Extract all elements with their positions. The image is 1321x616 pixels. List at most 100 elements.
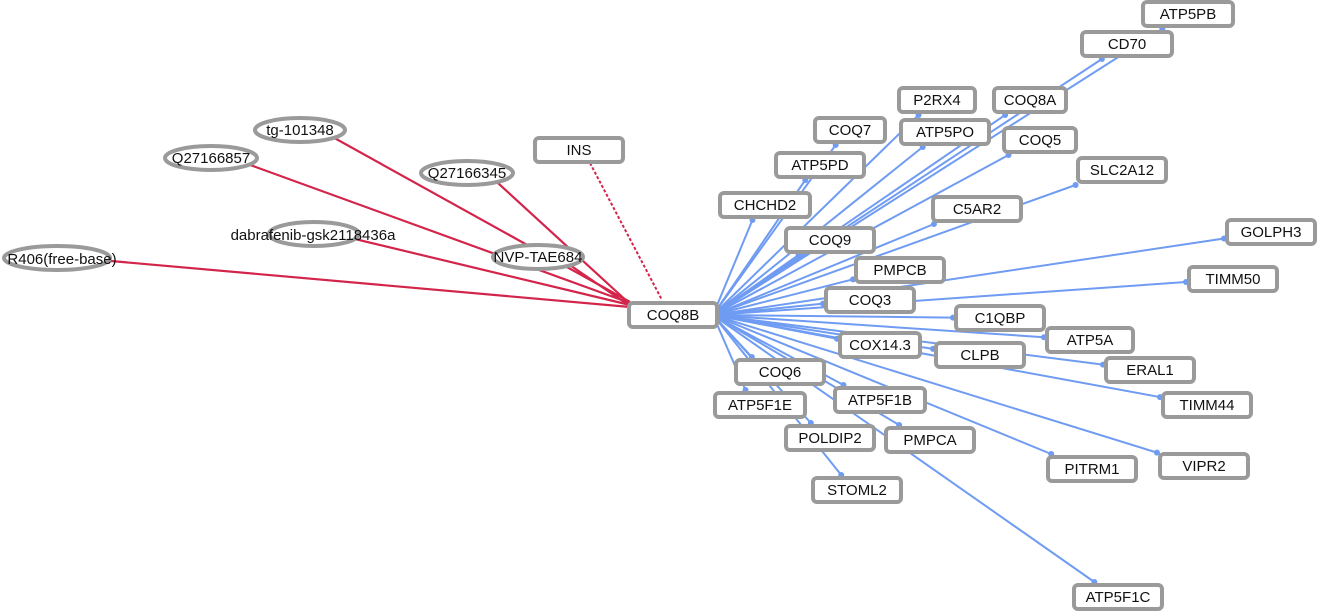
- gene-node-coq7[interactable]: COQ7: [813, 116, 887, 144]
- gene-node-poldip2[interactable]: POLDIP2: [784, 424, 876, 452]
- node-label: COQ9: [809, 232, 852, 249]
- node-label: COQ8B: [647, 307, 700, 324]
- gene-node-pmpcb[interactable]: PMPCB: [854, 256, 946, 284]
- node-box: [884, 426, 976, 454]
- drug-edge-dabrafenib-gsk2118436a: [333, 232, 631, 307]
- node-label: PITRM1: [1064, 461, 1119, 478]
- node-box: [854, 256, 946, 284]
- drug-node-r406-free-base-[interactable]: R406(free-base): [2, 244, 117, 272]
- node-box: [734, 358, 826, 386]
- node-box: [954, 304, 1046, 332]
- node-label: Q27166857: [172, 150, 250, 167]
- node-box: [1002, 126, 1078, 154]
- node-box: [897, 86, 977, 114]
- gene-node-c5ar2[interactable]: C5AR2: [931, 195, 1023, 223]
- gene-node-cox14-3[interactable]: COX14.3: [838, 331, 922, 359]
- node-label: COQ3: [849, 292, 892, 309]
- gene-node-coq6[interactable]: COQ6: [734, 358, 826, 386]
- node-label: PMPCB: [873, 262, 926, 279]
- node-label: VIPR2: [1182, 458, 1225, 475]
- gene-node-slc2a12[interactable]: SLC2A12: [1076, 156, 1168, 184]
- gene-node-cd70[interactable]: CD70: [1080, 30, 1174, 58]
- node-box: [813, 116, 887, 144]
- node-box: [1225, 218, 1317, 246]
- node-label: COQ7: [829, 122, 872, 139]
- drug-node-nvp-tae684[interactable]: NVP-TAE684: [491, 243, 585, 271]
- node-label: COX14.3: [849, 337, 911, 354]
- node-label: dabrafenib-gsk2118436a: [231, 227, 397, 244]
- gene-node-c1qbp[interactable]: C1QBP: [954, 304, 1046, 332]
- target-edge-p2rx4: [712, 114, 920, 316]
- target-edge-pmpcb: [712, 278, 854, 316]
- node-box: [1080, 30, 1174, 58]
- node-ellipse: [163, 144, 259, 172]
- node-box: [1187, 265, 1279, 293]
- node-box: [1076, 156, 1168, 184]
- gene-node-atp5po[interactable]: ATP5PO: [899, 118, 991, 146]
- node-label: TIMM44: [1179, 397, 1234, 414]
- gene-node-chchd2[interactable]: CHCHD2: [718, 191, 812, 219]
- node-box: [784, 226, 876, 254]
- target-edge-c1qbp: [712, 314, 954, 319]
- node-ins[interactable]: INS: [533, 136, 625, 164]
- node-box: [833, 386, 927, 414]
- gene-node-atp5f1e[interactable]: ATP5F1E: [713, 391, 807, 419]
- node-box: [718, 191, 812, 219]
- node-box: [1158, 452, 1250, 480]
- gene-node-timm44[interactable]: TIMM44: [1161, 391, 1253, 419]
- gene-node-stoml2[interactable]: STOML2: [811, 476, 903, 504]
- target-edge-coq9: [712, 254, 800, 316]
- node-label: INS: [566, 142, 591, 159]
- gene-node-atp5f1b[interactable]: ATP5F1B: [833, 386, 927, 414]
- gene-node-coq3[interactable]: COQ3: [824, 286, 916, 314]
- node-label: C5AR2: [953, 201, 1001, 218]
- node-box: [774, 151, 866, 179]
- gene-node-atp5a[interactable]: ATP5A: [1045, 326, 1135, 354]
- drug-node-tg-101348[interactable]: tg-101348: [253, 116, 347, 144]
- target-edge-chchd2: [712, 219, 754, 316]
- node-label: STOML2: [827, 482, 887, 499]
- drug-node-q27166345[interactable]: Q27166345: [419, 159, 515, 187]
- node-ellipse: [253, 116, 347, 144]
- node-label: ATP5A: [1067, 332, 1113, 349]
- gene-node-clpb[interactable]: CLPB: [934, 341, 1026, 369]
- gene-node-vipr2[interactable]: VIPR2: [1158, 452, 1250, 480]
- gene-node-p2rx4[interactable]: P2RX4: [897, 86, 977, 114]
- node-ellipse: [2, 244, 112, 272]
- edge-arrow-dot: [1072, 182, 1079, 188]
- target-edge-atp5a: [712, 314, 1045, 339]
- node-label: ATP5F1C: [1086, 589, 1151, 606]
- target-edge-vipr2: [712, 314, 1158, 454]
- gene-node-eral1[interactable]: ERAL1: [1104, 356, 1196, 384]
- gene-node-pmpca[interactable]: PMPCA: [884, 426, 976, 454]
- gene-node-atp5f1c[interactable]: ATP5F1C: [1072, 583, 1164, 611]
- node-label: ERAL1: [1126, 362, 1174, 379]
- drug-node-q27166857[interactable]: Q27166857: [163, 144, 259, 172]
- drug-edge-r406-free-base-: [76, 256, 631, 309]
- target-edge-timm50: [712, 281, 1187, 316]
- drug-edge-tg-101348: [319, 129, 631, 303]
- gene-node-timm50[interactable]: TIMM50: [1187, 265, 1279, 293]
- node-box: [811, 476, 903, 504]
- node-ellipse: [419, 159, 515, 187]
- node-label: ATP5PO: [916, 124, 974, 141]
- node-box: [1104, 356, 1196, 384]
- node-box: [838, 331, 922, 359]
- drug-node-dabrafenib-gsk2118436a[interactable]: dabrafenib-gsk2118436a: [231, 220, 397, 248]
- gene-node-coq5[interactable]: COQ5: [1002, 126, 1078, 154]
- gene-node-coq8a[interactable]: COQ8A: [992, 86, 1068, 114]
- node-label: ATP5PD: [791, 157, 848, 174]
- node-box: [713, 391, 807, 419]
- gene-node-coq9[interactable]: COQ9: [784, 226, 876, 254]
- gene-node-atp5pd[interactable]: ATP5PD: [774, 151, 866, 179]
- node-label: R406(free-base): [7, 251, 116, 268]
- gene-node-pitrm1[interactable]: PITRM1: [1046, 455, 1138, 483]
- gene-node-golph3[interactable]: GOLPH3: [1225, 218, 1317, 246]
- gene-node-atp5pb[interactable]: ATP5PB: [1141, 0, 1235, 28]
- node-label: COQ8A: [1004, 92, 1057, 109]
- node-label: SLC2A12: [1090, 162, 1154, 179]
- target-edge-atp5pb: [712, 28, 1163, 316]
- node-coq8b[interactable]: COQ8B: [627, 301, 719, 329]
- node-box: [1045, 326, 1135, 354]
